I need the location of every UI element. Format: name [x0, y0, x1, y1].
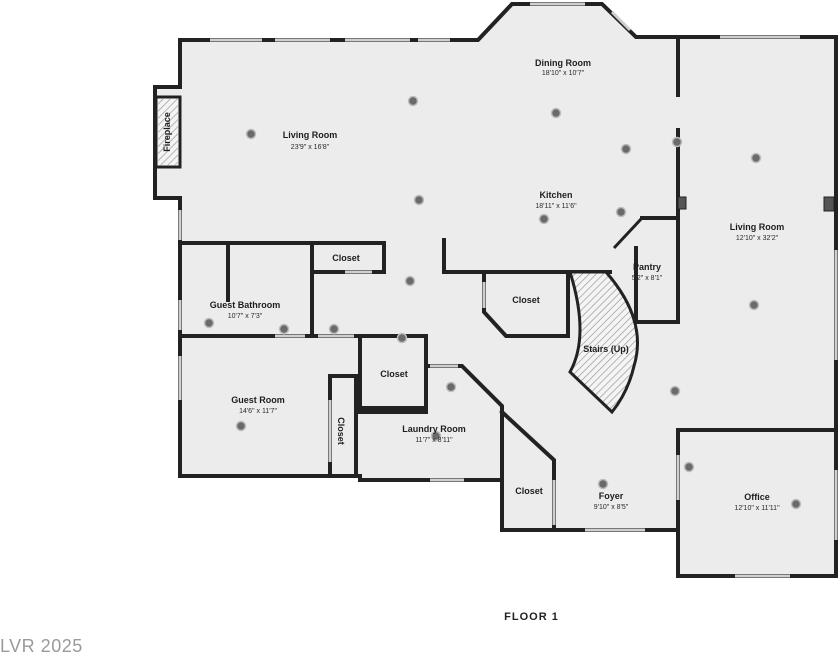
bathroom-wall [178, 241, 314, 338]
light-icon [671, 136, 683, 148]
room-label-living-east: Living Room [730, 222, 785, 232]
watermark: LVR 2025 [0, 636, 83, 656]
light-icon [615, 206, 627, 218]
room-label-closet-top: Closet [332, 253, 360, 263]
pantry-door-swing [612, 216, 644, 250]
room-dim-foyer: 9'10" x 8'5" [594, 504, 629, 511]
light-icon [278, 323, 290, 335]
light-icon [669, 385, 681, 397]
light-icon [683, 461, 695, 473]
room-label-guest-bathroom: Guest Bathroom [210, 300, 281, 310]
room-dim-dining: 18'10" x 10'7" [542, 70, 585, 77]
room-label-laundry: Laundry Room [402, 424, 466, 434]
light-icon [203, 317, 215, 329]
room-label-living-west: Living Room [283, 130, 338, 140]
light-icon [445, 381, 457, 393]
light-icon [430, 430, 442, 442]
light-icon [328, 323, 340, 335]
room-dim-pantry: 5'2" x 8'1" [632, 275, 663, 282]
room-label-pantry: Pantry [633, 262, 661, 272]
light-icon [748, 299, 760, 311]
room-dim-kitchen: 18'11" x 11'6" [535, 203, 577, 210]
light-icon [245, 128, 257, 140]
ceiling-lights [203, 95, 802, 510]
window [610, 10, 632, 32]
light-icon [597, 478, 609, 490]
light-icon [620, 143, 632, 155]
room-label-office: Office [744, 492, 770, 502]
light-icon [538, 213, 550, 225]
light-icon [750, 152, 762, 164]
room-dim-guest-bathroom: 10'7" x 7'3" [228, 313, 263, 320]
pantry-wall [634, 216, 680, 324]
room-label-closet-mid: Closet [380, 369, 408, 379]
floor-label: FLOOR 1 [504, 611, 559, 623]
stairs-shape [567, 270, 639, 415]
room-dim-guest-room: 14'6" x 11'7" [239, 408, 277, 415]
light-icon [550, 107, 562, 119]
room-dim-living-west: 23'9" x 16'8" [291, 144, 330, 151]
light-icon [413, 194, 425, 206]
wall-post [823, 196, 835, 212]
light-icon [235, 420, 247, 432]
room-label-closet-foyer: Closet [515, 486, 543, 496]
room-label-closet-kitchen: Closet [512, 295, 540, 305]
kitchen-island-wall [442, 238, 612, 274]
fireplace-hatch [158, 99, 178, 165]
light-icon [790, 498, 802, 510]
room-label-dining: Dining Room [535, 58, 591, 68]
fireplace-label: Fireplace [162, 112, 172, 152]
wall-post [677, 196, 687, 210]
room-label-kitchen: Kitchen [539, 190, 572, 200]
room-dim-office: 12'10" x 11'11" [734, 505, 780, 512]
room-dim-living-east: 12'10" x 32'2" [736, 235, 779, 242]
room-label-guest-room: Guest Room [231, 395, 285, 405]
floor-area [155, 4, 836, 576]
room-dim-laundry: 11'7" x 8'11" [415, 437, 453, 444]
light-icon [407, 95, 419, 107]
light-icon [404, 275, 416, 287]
light-icon [396, 332, 408, 344]
room-label-closet-vertical: Closet [336, 417, 346, 445]
room-label-foyer: Foyer [599, 491, 624, 501]
stairs-label: Stairs (Up) [583, 344, 629, 354]
